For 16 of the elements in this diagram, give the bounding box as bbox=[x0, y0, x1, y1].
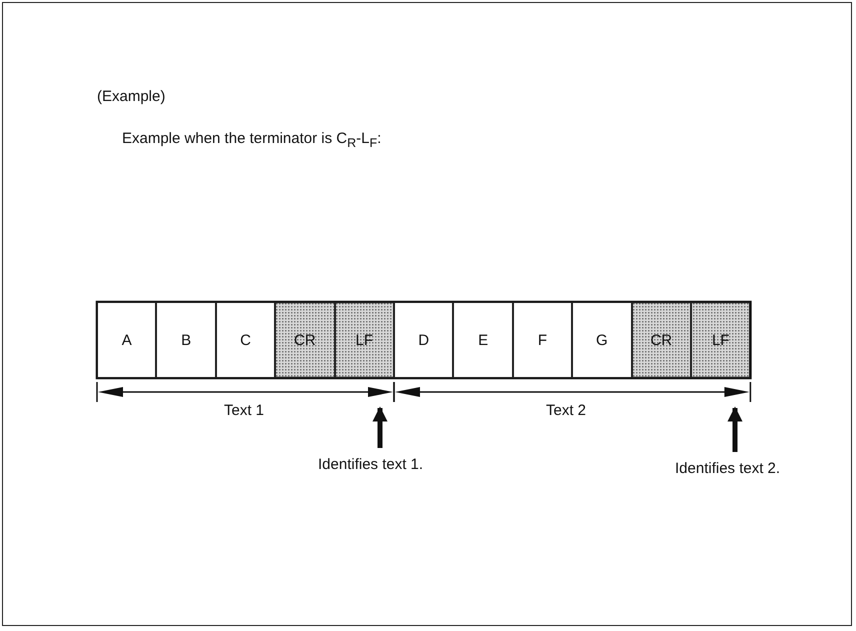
pointer-arrow bbox=[372, 406, 388, 448]
character-cell: D bbox=[394, 302, 454, 378]
pointer-arrow bbox=[728, 406, 742, 452]
character-cell: F bbox=[512, 302, 572, 378]
shaded-cell: LF bbox=[334, 302, 394, 378]
identifier-text: Identifies text 2. bbox=[675, 460, 780, 477]
identifier-text: Identifies text 1. bbox=[318, 456, 424, 473]
character-cell: C bbox=[216, 302, 276, 378]
shaded-cell: CR bbox=[632, 302, 691, 378]
character-cell: E bbox=[453, 302, 513, 378]
shaded-cell: LF bbox=[691, 302, 750, 378]
shaded-cell: CR bbox=[275, 302, 335, 378]
character-cell: G bbox=[572, 302, 632, 378]
character-cell: A bbox=[97, 302, 156, 378]
example-heading: (Example) bbox=[97, 88, 166, 105]
character-cell: B bbox=[156, 302, 216, 378]
